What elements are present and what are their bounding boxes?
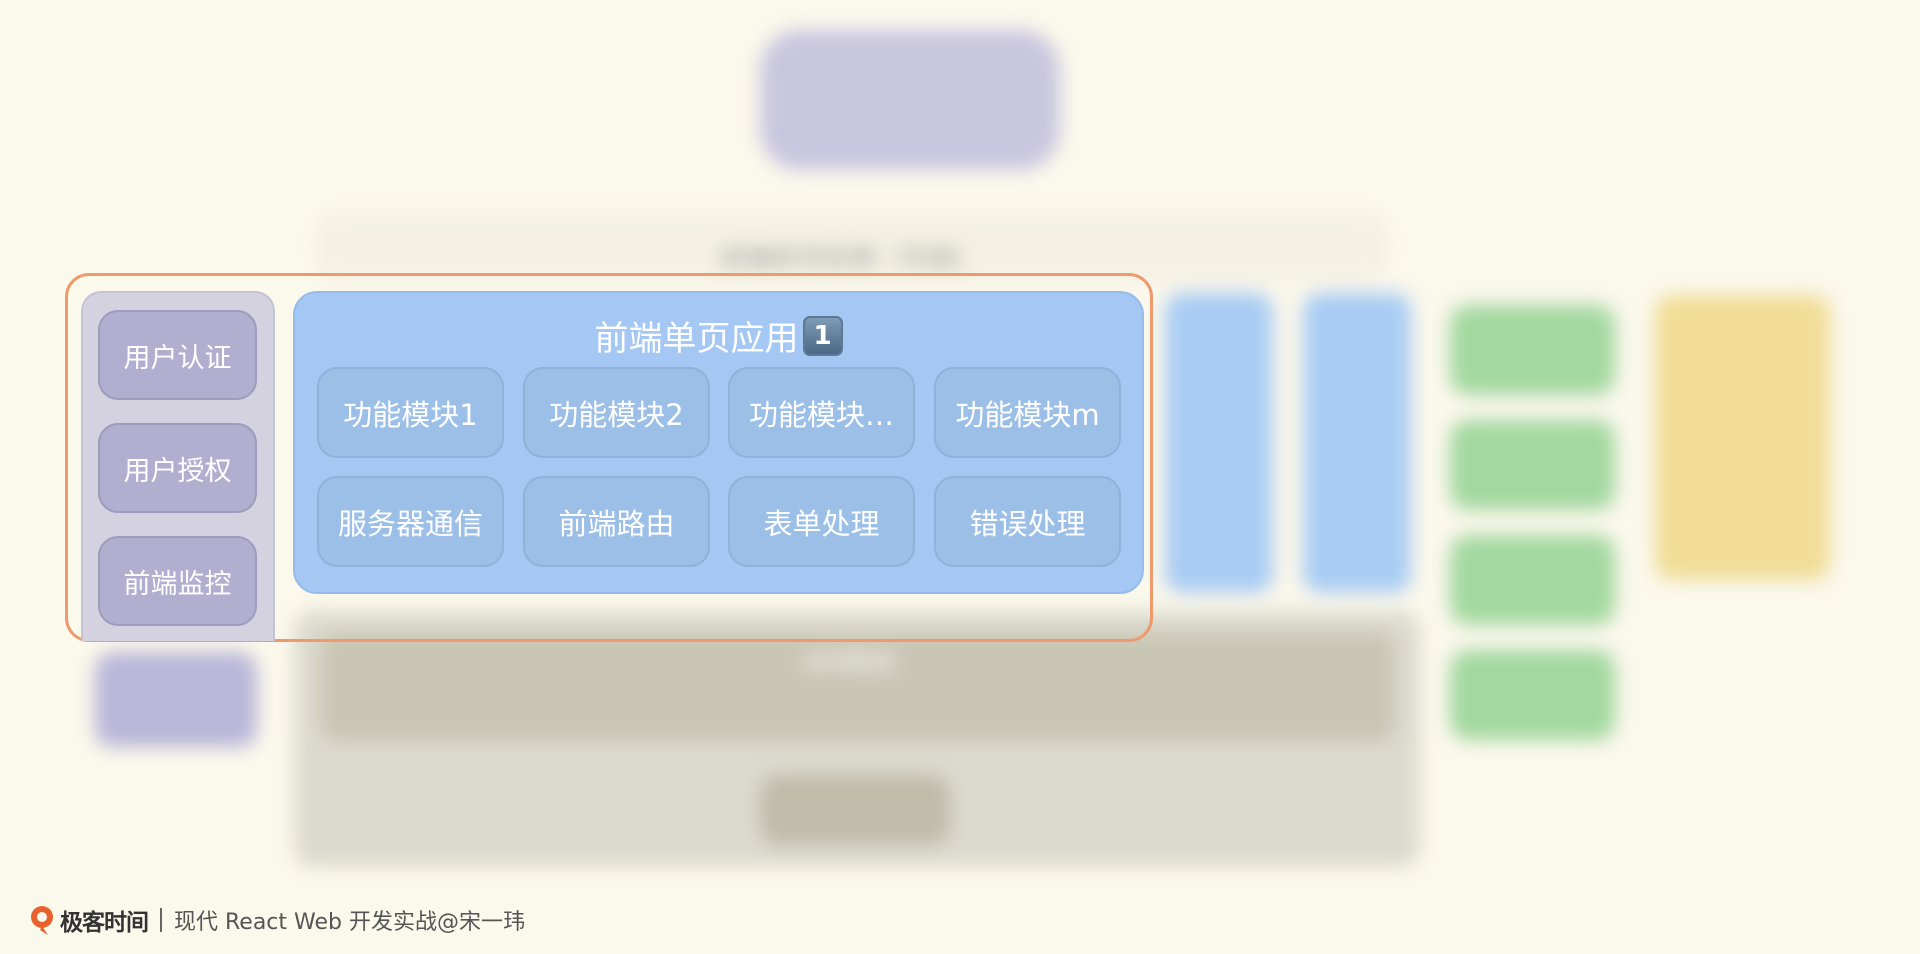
footer: 极客时间 现代 React Web 开发实战@宋一玮 — [28, 903, 525, 937]
module-form-handling[interactable]: 表单处理 — [728, 476, 915, 567]
module-feature-etc[interactable]: 功能模块… — [728, 367, 915, 458]
module-feature-m[interactable]: 功能模块m — [934, 367, 1121, 458]
blue-column-2 — [1303, 293, 1411, 593]
mpa-label: 前端多页应用（可选） — [719, 244, 980, 274]
side-item-blurred — [95, 652, 257, 747]
geektime-logo-icon — [31, 906, 53, 935]
blue-column-1 — [1165, 293, 1273, 593]
green-item-3 — [1450, 535, 1615, 625]
side-item-monitoring[interactable]: 前端监控 — [98, 536, 257, 626]
green-item-4 — [1450, 650, 1615, 740]
module-feature-1[interactable]: 功能模块1 — [317, 367, 504, 458]
gateway-bar — [320, 632, 1395, 742]
brand-name: 极客时间 — [60, 910, 149, 936]
module-feature-2[interactable]: 功能模块2 — [523, 367, 710, 458]
gateway-label: API网关 — [803, 648, 897, 678]
module-server-communication[interactable]: 服务器通信 — [317, 476, 504, 567]
mpa-container — [320, 215, 1384, 279]
footer-divider — [160, 908, 162, 932]
keycap-one-icon: 1 — [802, 315, 843, 356]
course-title: 现代 React Web 开发实战@宋一玮 — [174, 910, 525, 935]
side-item-auth[interactable]: 用户认证 — [98, 310, 257, 400]
green-item-2 — [1450, 420, 1615, 510]
focus-frame — [65, 273, 1153, 642]
green-item-1 — [1450, 305, 1615, 395]
spa-title: 前端单页应用 1 — [295, 311, 1142, 360]
module-error-handling[interactable]: 错误处理 — [934, 476, 1121, 567]
backend-service-box — [760, 775, 950, 845]
module-frontend-routing[interactable]: 前端路由 — [523, 476, 710, 567]
side-item-authorization[interactable]: 用户授权 — [98, 423, 257, 513]
users-icon-cluster — [760, 30, 1060, 170]
yellow-column — [1655, 295, 1830, 580]
spa-title-text: 前端单页应用 — [594, 319, 799, 359]
